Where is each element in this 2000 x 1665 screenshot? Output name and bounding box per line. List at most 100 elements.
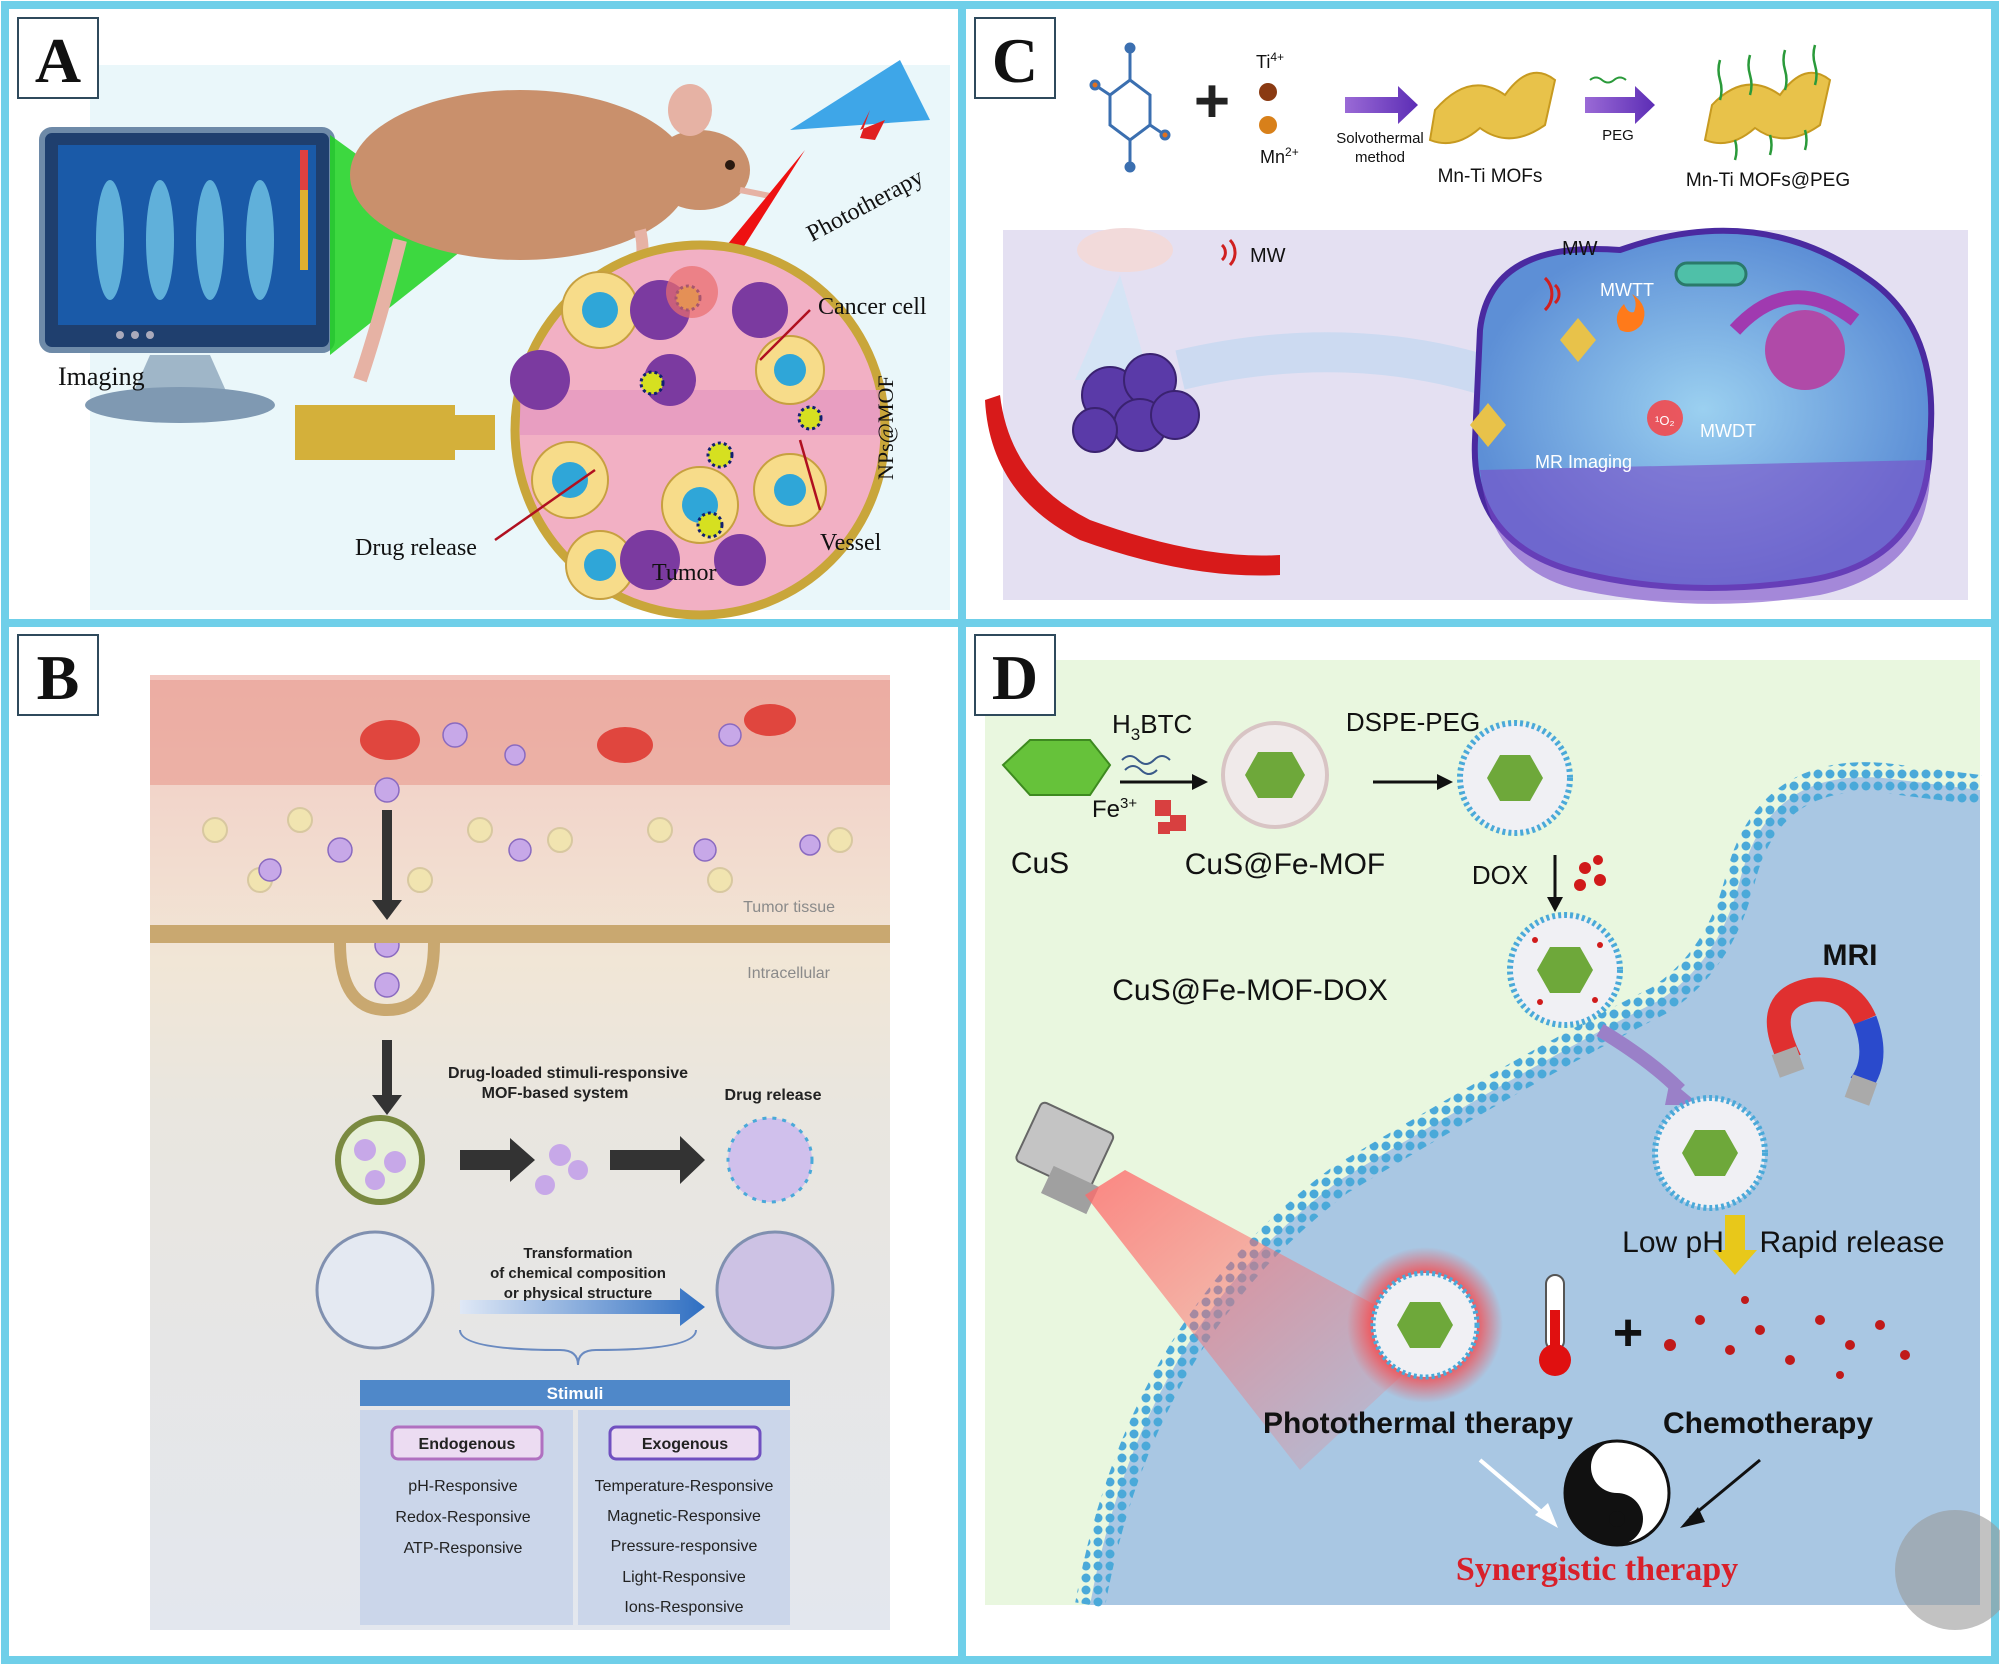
magnet-icon [1766,977,1884,1106]
cell-membrane-b [150,925,890,943]
cell-illustration-c [1470,227,1935,604]
label-tumor: Tumor [652,560,716,586]
release-arrow [1713,1215,1757,1275]
tissue-cells [202,807,853,893]
endogenous-item: pH-Responsive [408,1478,517,1495]
label-drug-release-b: Drug release [725,1087,822,1104]
nanoparticles [258,722,821,998]
label-cancer-cell: Cancer cell [818,294,927,320]
microscope-tube [295,405,495,460]
tumor-zoom-circle [510,240,890,620]
label-leaders [494,309,822,542]
label-solvothermal-2: method [1355,149,1405,166]
mw-wave-icon-right [1543,276,1561,312]
drug-release-burst [726,1116,814,1204]
label-transform-2: of chemical composition [490,1265,666,1282]
label-mwtt: MWTT [1600,280,1654,300]
label-mw-right: MW [1562,238,1598,260]
label-drug-release-a: Drug release [355,535,477,561]
monitor-icon [39,127,335,423]
cell-membrane-d [1075,762,1982,1608]
label-cus-fe-mof-dox: CuS@Fe-MOF-DOX [1112,974,1387,1007]
label-stimuli: Stimuli [547,1384,604,1403]
endogenous-item: ATP-Responsive [404,1540,523,1557]
label-imaging: Imaging [58,362,145,391]
endogenous-item: Redox-Responsive [395,1509,530,1526]
exogenous-item: Ions-Responsive [624,1599,743,1616]
panel-d: D CuS H3BTC Fe3+ CuS@Fe-MOF DSPE-PEG DOX… [968,629,2000,1654]
stimuli-header-bar [360,1380,790,1406]
label-tumor-tissue: Tumor tissue [743,899,835,916]
panel-c: C + Ti4+ Mn2+ Solvothermal method Mn-Ti … [968,12,1989,617]
label-vessel: Vessel [820,530,882,556]
exogenous-badge [608,1425,762,1461]
label-chemotherapy: Chemotherapy [1663,1407,1873,1440]
label-synergistic: Synergistic therapy [1456,1551,1738,1588]
panel-a-letter: A [35,25,81,96]
fe-ion-cubes [1155,800,1186,834]
linker-molecule-icon [1089,42,1171,173]
panel-c-letter: C [992,25,1038,96]
plus-sign-c: + [1194,67,1230,136]
label-transform-3: or physical structure [504,1285,652,1302]
red-blood-cells [360,704,796,763]
label-ti: Ti4+ [1256,50,1284,72]
label-mri: MRI [1823,939,1878,972]
mof-peg-icon [1703,44,1832,161]
ti-ion-icon [1259,83,1277,101]
label-fe: Fe3+ [1092,795,1137,823]
mof-structure-before [315,1230,435,1350]
exogenous-item: Magnetic-Responsive [607,1508,761,1525]
exogenous-item: Light-Responsive [622,1569,746,1586]
yin-yang-icon [1563,1439,1671,1547]
endocytosis-vesicle [334,942,440,1017]
mof-structure-after [715,1230,835,1350]
dox-dots [1574,855,1606,891]
label-intracellular: Intracellular [747,965,830,982]
panel-d-letter: D [992,642,1038,713]
label-mw-left: MW [1250,245,1286,267]
laser-beam [1085,1170,1440,1470]
synthesis-arrow-2 [1585,86,1655,124]
vessel-icon [985,395,1280,576]
mof-sheet-icon [1428,71,1557,144]
label-mwdt: MWDT [1700,421,1756,441]
exogenous-item: Temperature-Responsive [595,1478,774,1495]
label-system-1: Drug-loaded stimuli-responsive [448,1065,688,1082]
endogenous-badge [390,1425,544,1461]
label-transform-1: Transformation [523,1245,632,1262]
mouse-illustration [350,84,771,383]
mw-wave-icon [1220,238,1237,267]
plus-sign-d: + [1613,1304,1643,1362]
label-mn-ti-mofs: Mn-Ti MOFs [1438,166,1543,187]
label-low-ph: Low pH [1622,1226,1724,1259]
released-drug-dots [1664,1296,1910,1379]
laser-device-icon [1015,1101,1115,1215]
thermometer-icon [1539,1274,1571,1376]
label-mn-ti-mofs-peg: Mn-Ti MOFs@PEG [1686,170,1850,191]
transformation-arrow [460,1288,705,1326]
exogenous-item: Pressure-responsive [611,1538,758,1555]
panel-a: A Imaging Phototherapy Cancer cell NPs@M… [12,12,956,620]
label-rapid-release: Rapid release [1759,1226,1944,1259]
peg-chain-icon [1589,76,1627,84]
panel-b-letter: B [37,642,80,713]
mouse-icon-c [1077,228,1173,272]
synthesis-arrow-1 [1345,86,1418,124]
label-photothermal: Photothermal therapy [1263,1407,1573,1440]
label-solvothermal-1: Solvothermal [1336,130,1424,147]
label-nps-mof: NPs@MOF [873,375,898,480]
label-singlet-o2: ¹O₂ [1655,413,1675,428]
mn-ion-icon [1259,116,1277,134]
label-cus-fe-mof: CuS@Fe-MOF [1185,848,1385,881]
label-cus: CuS [1011,847,1069,880]
label-mn: Mn2+ [1260,145,1299,167]
label-dspe-peg: DSPE-PEG [1346,707,1480,737]
label-system-2: MOF-based system [482,1085,629,1102]
panel-b: B Tumor tissue Intracellular Drug-lo [12,629,956,1654]
label-peg: PEG [1602,127,1634,144]
decorative-sphere [1895,1510,2000,1630]
label-h3btc: H3BTC [1112,709,1192,744]
